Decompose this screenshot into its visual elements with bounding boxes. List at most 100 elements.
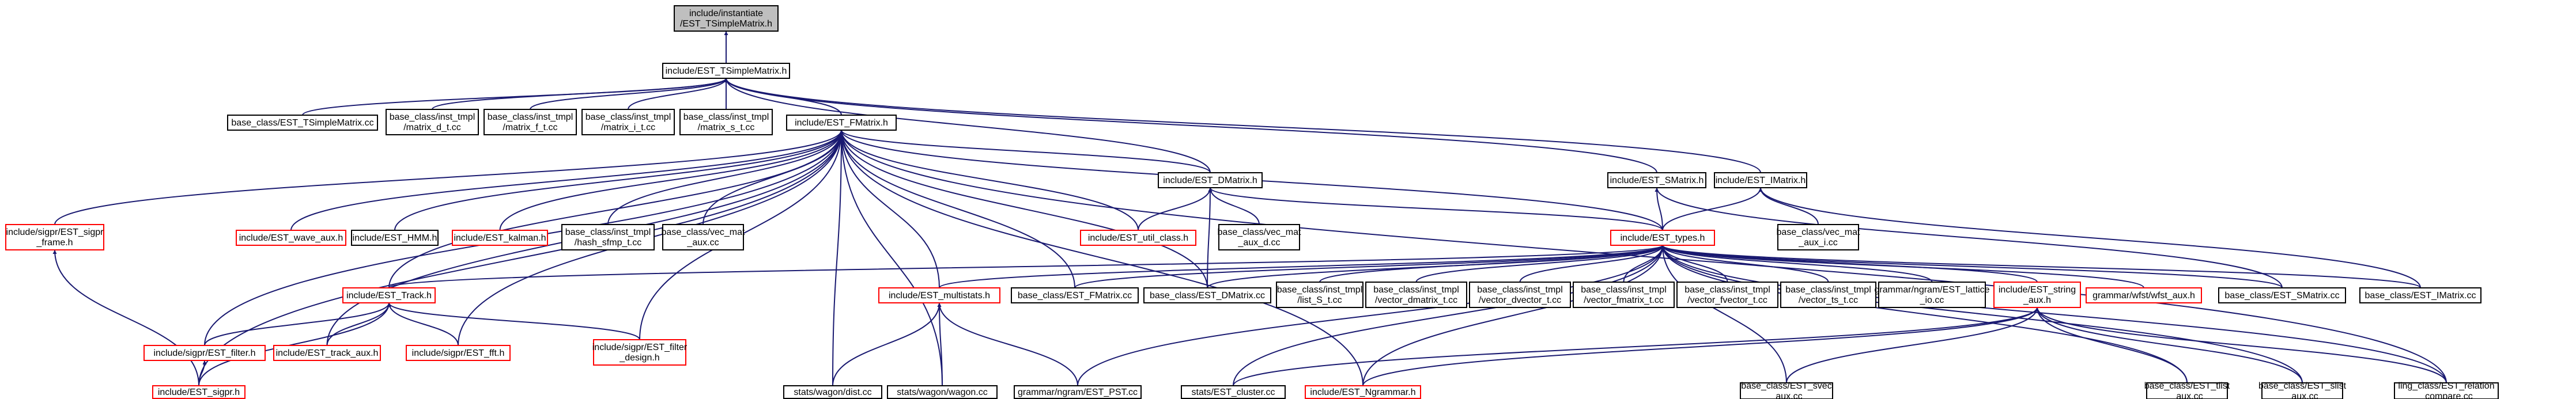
file-node[interactable]: base_class/EST_FMatrix.cc xyxy=(1011,287,1139,303)
file-node[interactable]: include/sigpr/EST_filter.h xyxy=(143,345,266,361)
file-node[interactable]: include/EST_track_aux.h xyxy=(273,345,381,361)
file-node[interactable]: base_class/EST_svec_aux.cc xyxy=(1740,381,1833,399)
dependency-edge xyxy=(1662,187,1763,231)
file-node-box xyxy=(1777,224,1859,250)
file-node[interactable]: include/EST_TSimpleMatrix.h xyxy=(662,63,790,79)
file-node-box xyxy=(878,287,1000,303)
dependency-edge xyxy=(939,245,1665,288)
dependency-edge xyxy=(1208,187,1663,231)
file-node[interactable]: include/EST_util_class.h xyxy=(1080,230,1196,246)
file-node[interactable]: base_class/inst_tmpl/matrix_f_t.cc xyxy=(484,109,577,135)
file-node[interactable]: grammar/wfst/wfst_aux.h xyxy=(2086,287,2202,303)
file-node-box xyxy=(1143,287,1271,303)
dependency-edge xyxy=(387,302,459,346)
file-node[interactable]: base_class/inst_tmpl/vector_dmatrix_t.cc xyxy=(1365,282,1467,308)
file-node[interactable]: base_class/EST_IMatrix.cc xyxy=(2359,287,2481,303)
file-node[interactable]: include/EST_IMatrix.h xyxy=(1714,172,1807,188)
file-node-box xyxy=(2359,287,2481,303)
file-node-label: _aux_i.cc xyxy=(1798,238,1838,248)
file-node-label: include/EST_wave_aux.h xyxy=(239,233,343,243)
file-node-label: base_class/inst_tmpl xyxy=(1373,285,1459,295)
file-node[interactable]: include/EST_multistats.h xyxy=(878,287,1000,303)
file-node[interactable]: base_class/EST_SMatrix.cc xyxy=(2218,287,2346,303)
file-node-label: base_class/EST_IMatrix.cc xyxy=(2365,291,2476,301)
file-node[interactable]: include/sigpr/EST_filter_design.h xyxy=(592,339,688,366)
file-node-label: base_class/inst_tmpl xyxy=(565,227,651,237)
file-node-box xyxy=(1469,282,1571,308)
dependency-edge xyxy=(530,78,728,110)
file-node[interactable]: stats/wagon/wagon.cc xyxy=(887,385,998,399)
file-node[interactable]: include/EST_kalman.h xyxy=(452,230,548,246)
file-node-label: /vector_dmatrix_t.cc xyxy=(1375,295,1457,305)
file-node[interactable]: base_class/inst_tmpl/list_S_t.cc xyxy=(1276,282,1363,308)
file-node-box xyxy=(1573,282,1675,308)
file-node[interactable]: base_class/vec_mat_aux_i.cc xyxy=(1777,224,1861,250)
file-node-label: _aux.cc xyxy=(1770,392,1802,399)
dependency-edge xyxy=(839,130,2447,383)
file-node[interactable]: include/sigpr/EST_fft.h xyxy=(406,345,511,361)
file-node[interactable]: base_class/vec_mat_aux_d.cc xyxy=(1218,224,1302,250)
file-node[interactable]: grammar/ngram/EST_lattice_io.cc xyxy=(1874,282,1990,308)
file-node-box xyxy=(1014,385,1142,399)
file-node[interactable]: base_class/inst_tmpl/matrix_i_t.cc xyxy=(581,109,675,135)
file-node-box xyxy=(406,345,511,361)
file-node[interactable]: include/EST_types.h xyxy=(1610,230,1715,246)
file-node[interactable]: base_class/inst_tmpl/matrix_d_t.cc xyxy=(386,109,479,135)
file-node[interactable]: base_class/inst_tmpl/matrix_s_t.cc xyxy=(679,109,773,135)
file-node[interactable]: base_class/vec_mat_aux.cc xyxy=(662,224,746,250)
dependency-edge xyxy=(1660,245,2447,383)
file-node[interactable]: include/EST_Track.h xyxy=(342,287,436,303)
file-node-label: include/EST_HMM.h xyxy=(353,233,437,243)
dependency-edge xyxy=(1415,245,1665,283)
dependency-edge xyxy=(1660,245,2144,288)
file-node[interactable]: base_class/EST_slist_aux.cc xyxy=(2258,381,2347,399)
file-node[interactable]: include/EST_Ngrammar.h xyxy=(1305,385,1421,399)
file-node-label: include/EST_FMatrix.h xyxy=(795,118,888,128)
dependency-edge xyxy=(1660,245,1728,283)
file-node[interactable]: stats/EST_cluster.cc xyxy=(1181,385,1286,399)
dependency-edge xyxy=(839,130,1363,386)
file-node-label: _aux.cc xyxy=(2286,392,2318,399)
file-node[interactable]: base_class/inst_tmpl/vector_dvector_t.cc xyxy=(1469,282,1571,308)
file-node[interactable]: include/EST_FMatrix.h xyxy=(786,115,897,131)
file-node-box xyxy=(887,385,998,399)
dependency-edge xyxy=(1319,245,1665,283)
file-node[interactable]: ling_class/EST_relation_compare.cc xyxy=(2394,381,2499,399)
file-node-label: include/EST_multistats.h xyxy=(889,291,990,301)
file-node[interactable]: grammar/ngram/EST_PST.cc xyxy=(1014,385,1142,399)
file-node[interactable]: base_class/inst_tmpl/vector_fvector_t.cc xyxy=(1676,282,1778,308)
file-node-label: _design.h xyxy=(619,353,659,363)
file-node[interactable]: stats/wagon/dist.cc xyxy=(783,385,882,399)
file-node-box xyxy=(786,115,897,131)
file-node-label: grammar/wfst/wfst_aux.h xyxy=(2092,291,2195,301)
file-node[interactable]: base_class/inst_tmpl/vector_fmatrix_t.cc xyxy=(1573,282,1675,308)
file-node[interactable]: include/EST_SMatrix.h xyxy=(1607,172,1706,188)
file-node[interactable]: include/sigpr/EST_sigpr_frame.h xyxy=(5,224,104,250)
dependency-edge xyxy=(839,130,943,386)
file-node-box xyxy=(1714,172,1807,188)
file-node-label: ling_class/EST_relation xyxy=(2398,381,2494,391)
file-node-box xyxy=(2086,287,2202,303)
file-node[interactable]: include/EST_DMatrix.h xyxy=(1158,172,1263,188)
file-node[interactable]: include/EST_wave_aux.h xyxy=(236,230,346,246)
file-node-label: _compare.cc xyxy=(2419,392,2473,399)
file-node[interactable]: base_class/inst_tmpl/hash_sfmp_t.cc xyxy=(561,224,655,250)
file-node[interactable]: include/EST_HMM.h xyxy=(351,230,439,246)
dependency-edge xyxy=(937,302,1078,386)
file-node[interactable]: base_class/inst_tmpl/vector_ts_t.cc xyxy=(1780,282,1876,308)
dependency-edge xyxy=(394,130,844,231)
file-node[interactable]: base_class/EST_tlist_aux.cc xyxy=(2144,381,2230,399)
dependency-edge xyxy=(839,130,1139,231)
file-node[interactable]: include/EST_sigpr.h xyxy=(152,385,245,399)
dependency-edge xyxy=(1660,245,2303,383)
file-node[interactable]: base_class/EST_DMatrix.cc xyxy=(1143,287,1271,303)
file-node-label: include/EST_types.h xyxy=(1621,233,1705,243)
file-node[interactable]: base_class/EST_TSimpleMatrix.cc xyxy=(227,115,378,131)
dependency-edge xyxy=(1138,187,1213,231)
file-node-label: stats/EST_cluster.cc xyxy=(1192,387,1275,397)
dependency-edge xyxy=(499,130,844,231)
dependency-edge xyxy=(839,130,1211,173)
file-node[interactable]: include/EST_string_aux.h xyxy=(1993,282,2081,308)
file-node-label: /matrix_d_t.cc xyxy=(403,123,461,132)
dependency-edge xyxy=(724,78,1211,173)
